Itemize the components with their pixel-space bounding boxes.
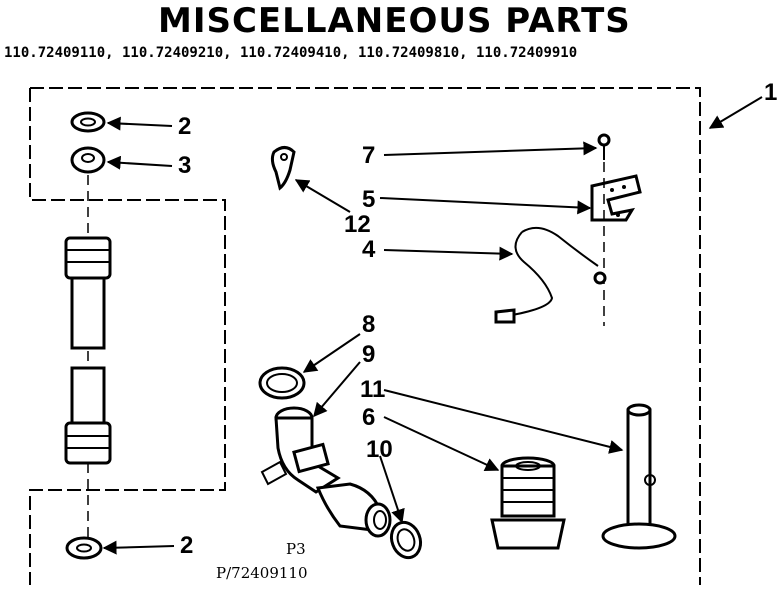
callout-9: 9 <box>362 341 375 368</box>
callout-2-top: 2 <box>178 113 191 140</box>
leader-3 <box>106 155 173 170</box>
leader-11 <box>383 389 624 454</box>
callout-5: 5 <box>362 186 375 213</box>
model-numbers: 110.72409110, 110.72409210, 110.72409410… <box>4 45 577 61</box>
threaded-fitting <box>490 456 566 550</box>
inlet-hose <box>64 236 112 465</box>
figure-number: P/72409110 <box>216 564 308 582</box>
assembly-outline <box>29 87 701 585</box>
leader-12 <box>294 179 351 213</box>
figure-code: P3 <box>286 540 306 558</box>
callout-11: 11 <box>360 376 385 403</box>
diagram-title: MISCELLANEOUS PARTS <box>158 1 631 41</box>
leader-8 <box>302 333 361 373</box>
leader-6 <box>383 416 500 472</box>
callout-10: 10 <box>366 436 393 463</box>
bracket <box>590 174 642 222</box>
leader-5 <box>379 197 592 215</box>
callout-1: 1 <box>764 79 777 106</box>
post-on-base <box>601 403 677 550</box>
leader-9 <box>313 361 361 418</box>
washer-bottom <box>65 536 103 560</box>
screw <box>597 133 611 160</box>
ground-wire <box>494 226 607 324</box>
callout-8: 8 <box>362 311 375 338</box>
hose-clamp-top <box>258 366 306 400</box>
callout-3: 3 <box>178 152 191 179</box>
leader-7 <box>383 141 598 156</box>
callout-4: 4 <box>362 236 376 263</box>
leader-4 <box>383 246 514 261</box>
hose-clamp-bottom <box>389 520 423 560</box>
leader-10 <box>379 455 405 524</box>
callout-6: 6 <box>362 404 375 431</box>
callout-12: 12 <box>344 211 371 238</box>
leader-1 <box>708 96 763 129</box>
leader-2-bottom <box>102 540 175 555</box>
callout-2-bottom: 2 <box>180 532 193 559</box>
washer-top <box>70 111 106 133</box>
elbow-hose <box>260 406 392 538</box>
nut <box>70 146 106 174</box>
clip-part <box>270 146 296 191</box>
leader-2-top <box>106 116 173 131</box>
callout-7: 7 <box>362 142 375 169</box>
